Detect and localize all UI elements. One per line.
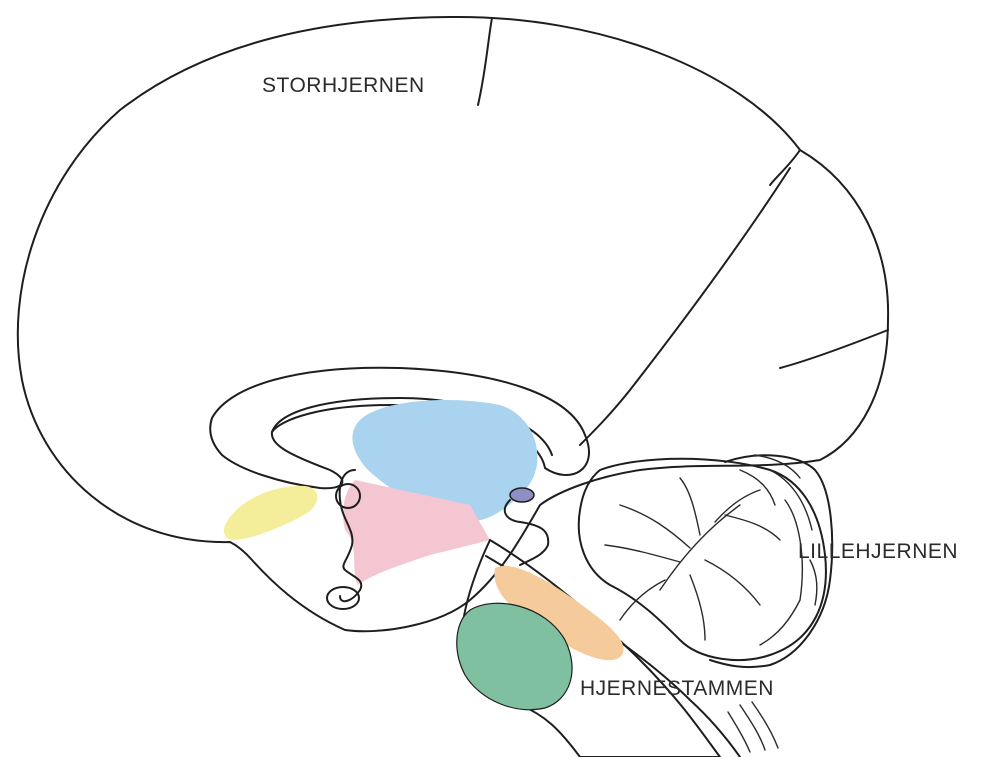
spinal-line-2 xyxy=(752,702,778,748)
parieto-occipital-line xyxy=(770,150,800,185)
sulcus-line-1 xyxy=(580,168,790,445)
spinal-line-1 xyxy=(740,705,765,750)
arbor-branch-2 xyxy=(680,478,700,535)
pineal-gland xyxy=(510,488,534,502)
arbor-branch-6 xyxy=(705,560,760,605)
folia-4 xyxy=(740,470,775,505)
label-cerebellum: LILLEHJERNEN xyxy=(798,540,958,564)
folia-6 xyxy=(810,560,817,605)
arbor-branch-5 xyxy=(725,515,780,540)
arbor-branch-7 xyxy=(690,575,705,640)
central-sulcus-line xyxy=(478,18,492,105)
cerebellum xyxy=(579,459,826,660)
label-cerebrum: STORHJERNEN xyxy=(262,74,425,98)
arbor-vitae-trunk xyxy=(660,505,740,590)
arbor-branch-8 xyxy=(620,580,665,620)
arbor-branch-1 xyxy=(620,505,690,548)
calcarine-sulcus-line xyxy=(780,330,888,368)
olfactory-bulb xyxy=(224,486,317,540)
folia-1 xyxy=(770,470,812,530)
tectum-line xyxy=(505,500,548,565)
folia-3 xyxy=(760,600,800,645)
arbor-branch-4 xyxy=(605,545,680,562)
label-brainstem: HJERNESTAMMEN xyxy=(580,677,774,701)
